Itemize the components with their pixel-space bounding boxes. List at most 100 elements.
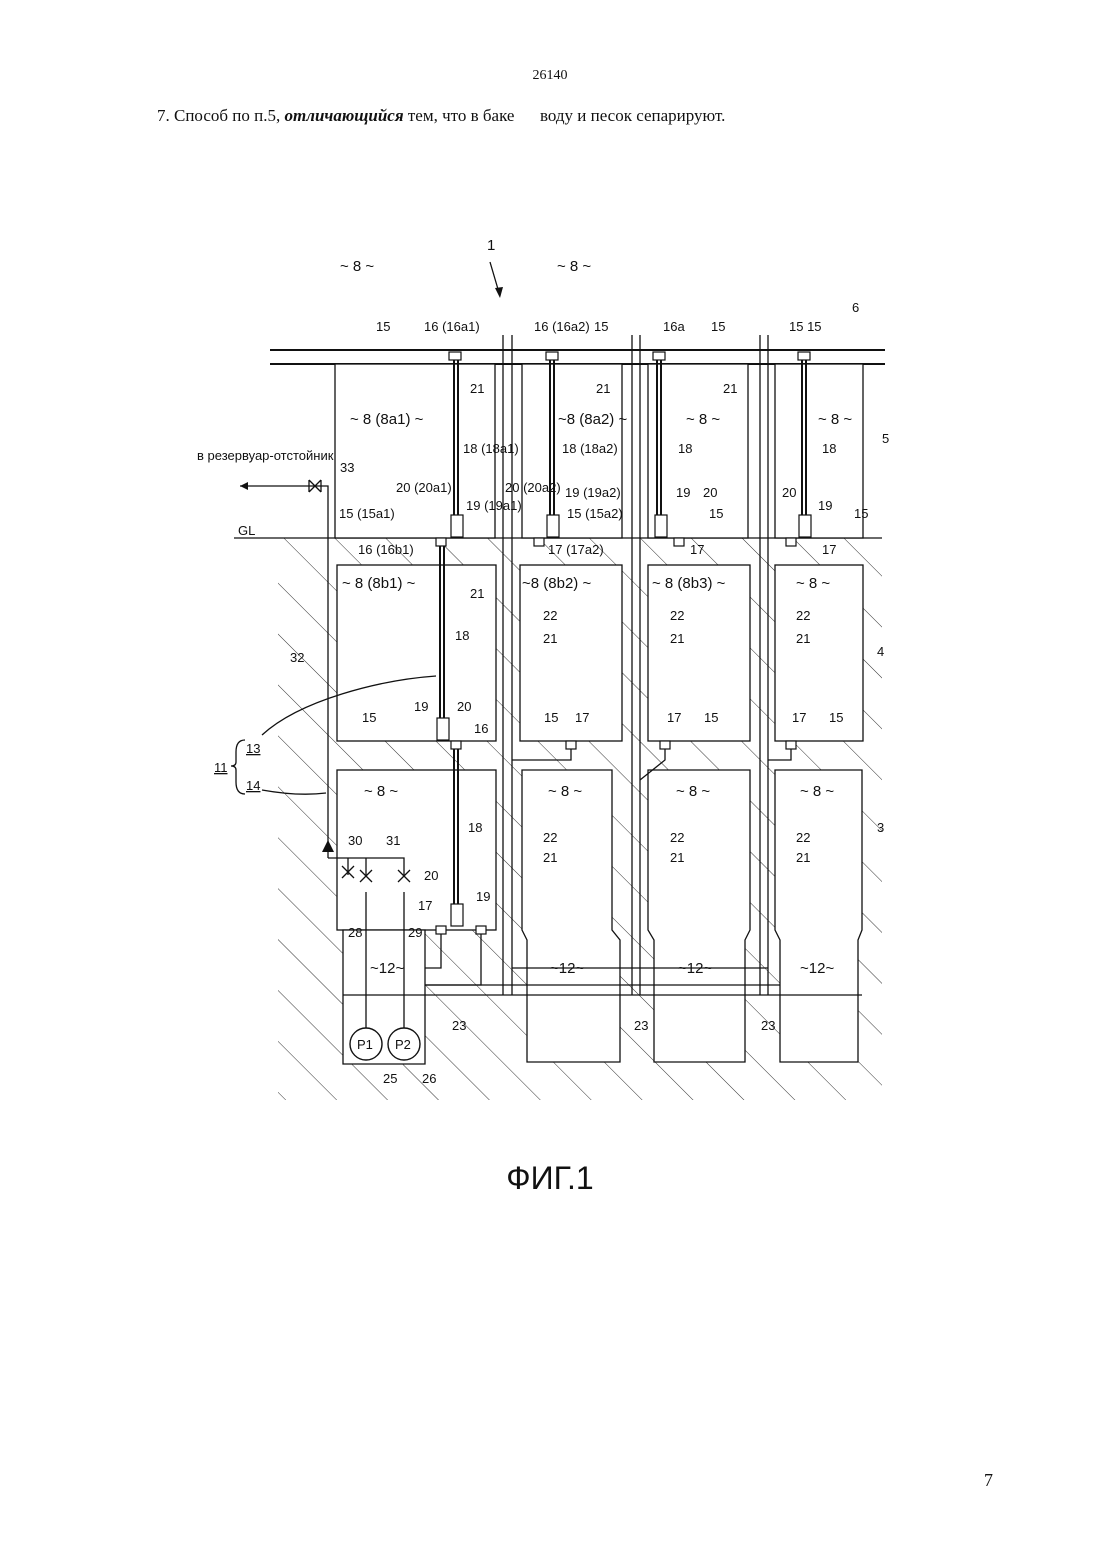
label-22-mid-b: 22 [543,608,557,623]
label-8-low-c: ~ 8 ~ [676,783,710,800]
label-8-mid-d: ~ 8 ~ [796,575,830,592]
label-22-mid-d: 22 [796,608,810,623]
label-5: 5 [882,431,889,446]
label-8-upper-d: ~ 8 ~ [818,411,852,428]
label-21-b: 21 [596,381,610,396]
label-18-c: 18 [678,441,692,456]
label-12-d: ~12~ [800,960,834,977]
label-12-b: ~12~ [550,960,584,977]
label-15a2: 15 (15a2) [567,506,623,521]
label-15-top-b: 15 [594,319,608,334]
label-32: 32 [290,650,304,665]
label-19-d: 19 [818,498,832,513]
label-room-top-mid: ~ 8 ~ [557,258,591,275]
label-21-mid-d: 21 [796,631,810,646]
label-19a2: 19 (19a2) [565,485,621,500]
label-17-mid-c: 17 [667,710,681,725]
label-26: 26 [422,1071,436,1086]
label-4: 4 [877,644,884,659]
label-21-a: 21 [470,381,484,396]
label-31: 31 [386,833,400,848]
label-20-mid: 20 [457,699,471,714]
label-15-top-c: 15 [711,319,725,334]
label-6: 6 [852,300,859,315]
label-28: 28 [348,925,362,940]
page-number: 7 [984,1470,993,1491]
label-17-d: 17 [822,542,836,557]
label-12-pit: ~12~ [370,960,404,977]
label-11: 11 [214,760,228,775]
label-1: 1 [487,237,495,254]
label-17a2: 17 (17a2) [548,542,604,557]
label-16-mid: 16 [474,721,488,736]
label-18-mid: 18 [455,628,469,643]
label-19-c: 19 [676,485,690,500]
label-15-mid-d2: 15 [829,710,843,725]
label-15-top: 15 [376,319,390,334]
label-25: 25 [383,1071,397,1086]
label-18a2: 18 (18a2) [562,441,618,456]
label-8-upper-c: ~ 8 ~ [686,411,720,428]
label-8-low-a: ~ 8 ~ [364,783,398,800]
label-17-mid-d: 17 [792,710,806,725]
figure-caption: ФИГ.1 [0,1160,1100,1197]
label-17-mid-b: 17 [575,710,589,725]
label-21-mid-a: 21 [470,586,484,601]
label-17-c: 17 [690,542,704,557]
label-8a2: ~8 (8a2) ~ [558,411,627,428]
top-slab [270,350,885,364]
label-15-mid-c2: 15 [704,710,718,725]
label-23-b: 23 [634,1018,648,1033]
label-33: 33 [340,460,354,475]
label-8a1: ~ 8 (8a1) ~ [350,411,424,428]
label-14: 14 [246,778,260,793]
label-17-low: 17 [418,898,432,913]
label-21-c: 21 [723,381,737,396]
label-16a: 16a [663,319,685,334]
label-23-a: 23 [452,1018,466,1033]
label-18-low: 18 [468,820,482,835]
label-8b2: ~8 (8b2) ~ [522,575,591,592]
label-20a1: 20 (20a1) [396,480,452,495]
label-8b3: ~ 8 (8b3) ~ [652,575,726,592]
label-22-low-b: 22 [543,830,557,845]
label-20-d: 20 [782,485,796,500]
label-30: 30 [348,833,362,848]
label-21-mid-c: 21 [670,631,684,646]
label-16b1: 16 (16b1) [358,542,414,557]
label-15-mid-c: 15 [709,506,723,521]
label-20a2: 20 (20a2) [505,480,561,495]
label-15-16a: 15 15 [789,319,822,334]
label-29: 29 [408,925,422,940]
label-13: 13 [246,741,260,756]
label-18-d: 18 [822,441,836,456]
label-22-mid-c: 22 [670,608,684,623]
label-16a2: 16 (16a2) [534,319,590,334]
label-21-low-b: 21 [543,850,557,865]
label-22-low-d: 22 [796,830,810,845]
label-16a1: 16 (16a1) [424,319,480,334]
label-15a1: 15 (15a1) [339,506,395,521]
label-21-low-d: 21 [796,850,810,865]
brace-11 [231,740,245,794]
label-19-mid: 19 [414,699,428,714]
label-drain-destination: в резервуар-отстойник [197,448,334,463]
label-8b1: ~ 8 (8b1) ~ [342,575,416,592]
label-21-mid-b: 21 [543,631,557,646]
label-15-mid-a: 15 [362,710,376,725]
label-19a1: 19 (19a1) [466,498,522,513]
label-gl: GL [238,523,255,538]
middle-rooms [337,565,863,741]
label-22-low-c: 22 [670,830,684,845]
label-18a1: 18 (18a1) [463,441,519,456]
label-p2: P2 [395,1037,411,1052]
label-23-c: 23 [761,1018,775,1033]
label-8-low-d: ~ 8 ~ [800,783,834,800]
label-20-low: 20 [424,868,438,883]
label-8-low-b: ~ 8 ~ [548,783,582,800]
label-19-low: 19 [476,889,490,904]
label-3: 3 [877,820,884,835]
label-20-c: 20 [703,485,717,500]
label-p1: P1 [357,1037,373,1052]
